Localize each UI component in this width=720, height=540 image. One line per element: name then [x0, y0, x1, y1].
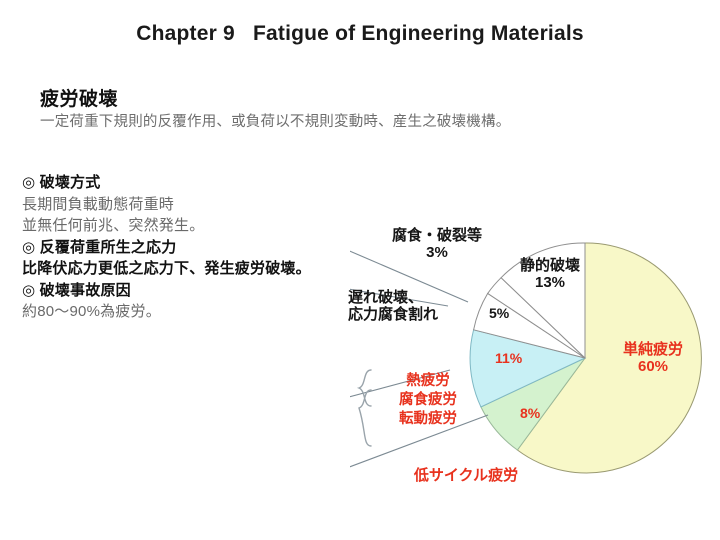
pie-label-simple-fatigue: 単純疲労 60%	[605, 341, 701, 376]
pie-label-delayed-fracture: 遅れ破壊、 応力腐食割れ	[348, 289, 476, 324]
note-line: ◎ 破壊方式	[22, 174, 101, 191]
note-line: 比降伏応力更低之応力下、発生疲労破壊。	[22, 260, 311, 277]
pie-label-fatigue-group: 熱疲労 腐食疲労 転動疲労	[372, 372, 484, 429]
note-line: 長期間負載動態荷重時	[22, 195, 175, 213]
note-line: 約80～90%為疲労。	[22, 303, 161, 320]
lead-heading: 疲労破壊	[40, 89, 119, 110]
pie-label-low-cycle-fatigue: 低サイクル疲労	[413, 467, 519, 484]
pie-pct-thermal-group: 11%	[495, 350, 523, 366]
pie-label-corrosion-rupture-text: 腐食・破裂等	[391, 227, 482, 244]
pie-slice-static-fracture[interactable]	[500, 242, 586, 360]
pie-label-rolling-fatigue: 転動疲労	[399, 411, 457, 427]
page-title: Chapter 9 Fatigue of Engineering Materia…	[136, 22, 584, 45]
pie-label-static-fracture-pct: 13%	[534, 273, 566, 291]
pie-svg	[350, 242, 702, 474]
leader-line-thermal-group	[350, 369, 451, 398]
pie-pct-delayed-fracture: 5%	[489, 305, 510, 321]
pie-label-static-fracture: 静的破壊 13%	[508, 257, 592, 292]
note-line: ◎ 反覆荷重所生之応力	[22, 238, 177, 256]
leader-line-delayed-fracture	[350, 288, 449, 307]
pie-label-corrosion-fatigue: 腐食疲労	[399, 392, 457, 408]
fatigue-failure-pie-chart: 腐食・破裂等 3% 遅れ破壊、 応力腐食割れ 5% 静的破壊 13% 単純疲労 …	[348, 220, 720, 520]
lead-subtitle: 一定荷重下規則的反覆作用、或負荷以不規則変動時、産生之破壊機構。	[40, 114, 511, 130]
pie-label-delayed-fracture-line2: 応力腐食割れ	[348, 305, 439, 323]
pie-label-corrosion-rupture-pct: 3%	[426, 243, 448, 261]
pie-label-thermal-fatigue: 熱疲労	[406, 373, 450, 389]
pie-slice-thermal-corrosion-rolling-fatigue[interactable]	[469, 329, 587, 408]
pie-pct-low-cycle-fatigue: 8%	[520, 405, 541, 421]
note-line: 並無任何前兆、突然発生。	[22, 217, 205, 234]
notes-block: ◎ 破壊方式 長期間負載動態荷重時 並無任何前兆、突然発生。 ◎ 反覆荷重所生之…	[22, 172, 352, 323]
group-bracket-icon	[356, 369, 372, 447]
pie-label-simple-fatigue-text: 単純疲労	[622, 341, 683, 358]
pie-label-static-fracture-text: 静的破壊	[519, 257, 580, 274]
leader-line-corrosion-rupture	[350, 250, 469, 303]
leader-line-low-cycle	[350, 414, 489, 468]
pie-label-simple-fatigue-pct: 60%	[637, 357, 669, 375]
note-line: ◎ 破壊事故原因	[22, 281, 131, 299]
pie-label-delayed-fracture-line1: 遅れ破壊、	[348, 289, 424, 306]
pie-slice-simple-fatigue[interactable]	[516, 242, 702, 474]
leader-lines	[350, 250, 489, 468]
pie-label-corrosion-rupture: 腐食・破裂等 3%	[372, 227, 502, 262]
